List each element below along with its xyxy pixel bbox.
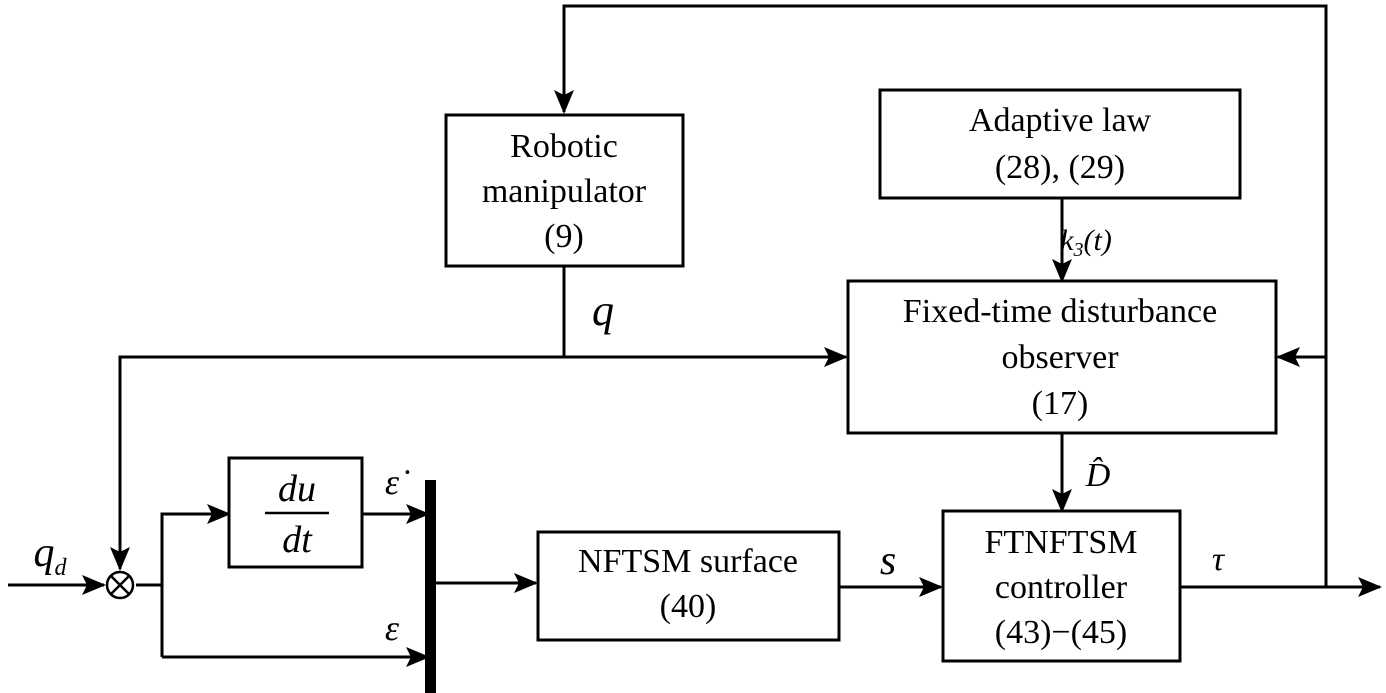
disturbance-observer-block: Fixed-time disturbance observer (17)	[846, 279, 1278, 435]
observer-line-3: (17)	[1032, 385, 1089, 422]
nftsm-surface-block: NFTSM surface (40)	[536, 530, 841, 642]
signal-dhat-label: D̂	[1085, 456, 1111, 494]
ftnftsm-controller-block: FTNFTSM controller (43)−(45)	[941, 509, 1182, 663]
robot-line-1: Robotic	[510, 128, 618, 165]
mux-bar	[425, 480, 436, 693]
robot-line-3: (9)	[544, 218, 584, 255]
signal-s-label: s	[880, 538, 896, 584]
signal-qd-label: qd	[34, 530, 68, 581]
signal-k3-label: k3(t)	[1060, 224, 1112, 261]
controller-line-1: FTNFTSM	[984, 524, 1137, 561]
surface-line-1: NFTSM surface	[578, 543, 798, 580]
signal-eps-dot-label: ε̇	[385, 462, 410, 502]
signal-eps-label: ε	[385, 608, 400, 648]
surface-line-2: (40)	[660, 588, 717, 625]
derivative-numerator: du	[278, 468, 316, 510]
adaptive-law-block: Adaptive law (28), (29)	[878, 88, 1242, 200]
feedback-top-wire	[554, 4, 1328, 587]
controller-line-2: controller	[995, 569, 1128, 606]
signal-tau-label: τ	[1212, 541, 1226, 578]
derivative-block: du dt	[227, 456, 364, 569]
observer-line-2: observer	[1001, 339, 1119, 376]
q-to-junction-wire	[110, 355, 564, 571]
robotic-manipulator-block: Robotic manipulator (9)	[444, 113, 685, 268]
to-derivative-wire	[160, 504, 231, 657]
robot-line-2: manipulator	[482, 173, 647, 210]
adaptive-line-2: (28), (29)	[995, 149, 1125, 186]
signal-q-label: q	[592, 286, 614, 335]
controller-line-3: (43)−(45)	[995, 614, 1127, 651]
adaptive-line-1: Adaptive law	[969, 102, 1152, 139]
summing-junction	[105, 570, 135, 600]
observer-line-1: Fixed-time disturbance	[903, 293, 1217, 330]
derivative-denominator: dt	[282, 519, 313, 561]
